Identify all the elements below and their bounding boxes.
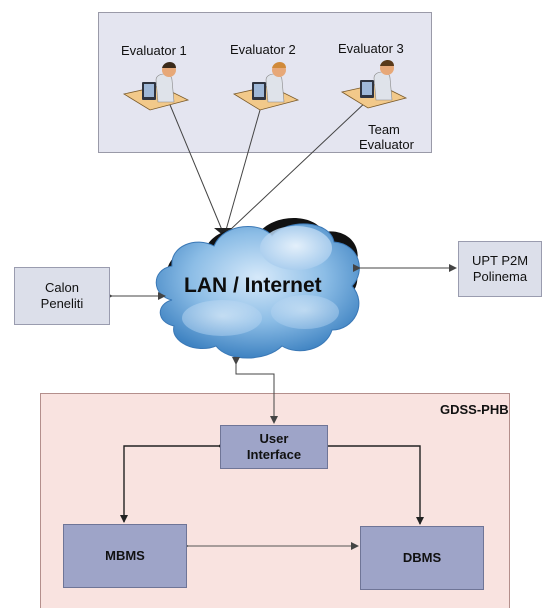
link-ui-mbms [120, 442, 225, 523]
evaluator-3-label: Evaluator 3 [338, 41, 404, 56]
upt-p2m-box: UPT P2M Polinema [458, 241, 542, 297]
evaluator-2-icon [232, 62, 300, 111]
mbms-box: MBMS [63, 524, 187, 588]
ui-label-line1: User [259, 431, 289, 446]
lan-internet-cloud [155, 217, 360, 359]
upt-label-line2: Polinema [472, 269, 528, 284]
network-label: LAN / Internet [184, 274, 322, 297]
calon-label-line2: Peneliti [40, 296, 84, 311]
ui-label-line2: Interface [246, 447, 302, 462]
team-label-line2: Evaluator [359, 137, 414, 152]
evaluator-links [167, 99, 369, 236]
link-cloud-ui [232, 357, 278, 424]
evaluator-1-label: Evaluator 1 [121, 43, 187, 58]
link-ui-dbms [321, 442, 424, 525]
team-label-line1: Team [368, 122, 400, 137]
evaluator-3-icon [340, 60, 408, 109]
evaluator-1-icon [122, 62, 190, 111]
user-interface-box: User Interface [220, 425, 328, 469]
dbms-box: DBMS [360, 526, 484, 590]
dbms-label: DBMS [402, 550, 442, 565]
mbms-label: MBMS [105, 548, 145, 563]
calon-label-line1: Calon [45, 280, 79, 295]
evaluator-2-label: Evaluator 2 [230, 42, 296, 57]
gdss-title: GDSS-PHB [440, 402, 509, 417]
upt-label-line1: UPT P2M [471, 253, 529, 268]
calon-peneliti-box: Calon Peneliti [14, 267, 110, 325]
